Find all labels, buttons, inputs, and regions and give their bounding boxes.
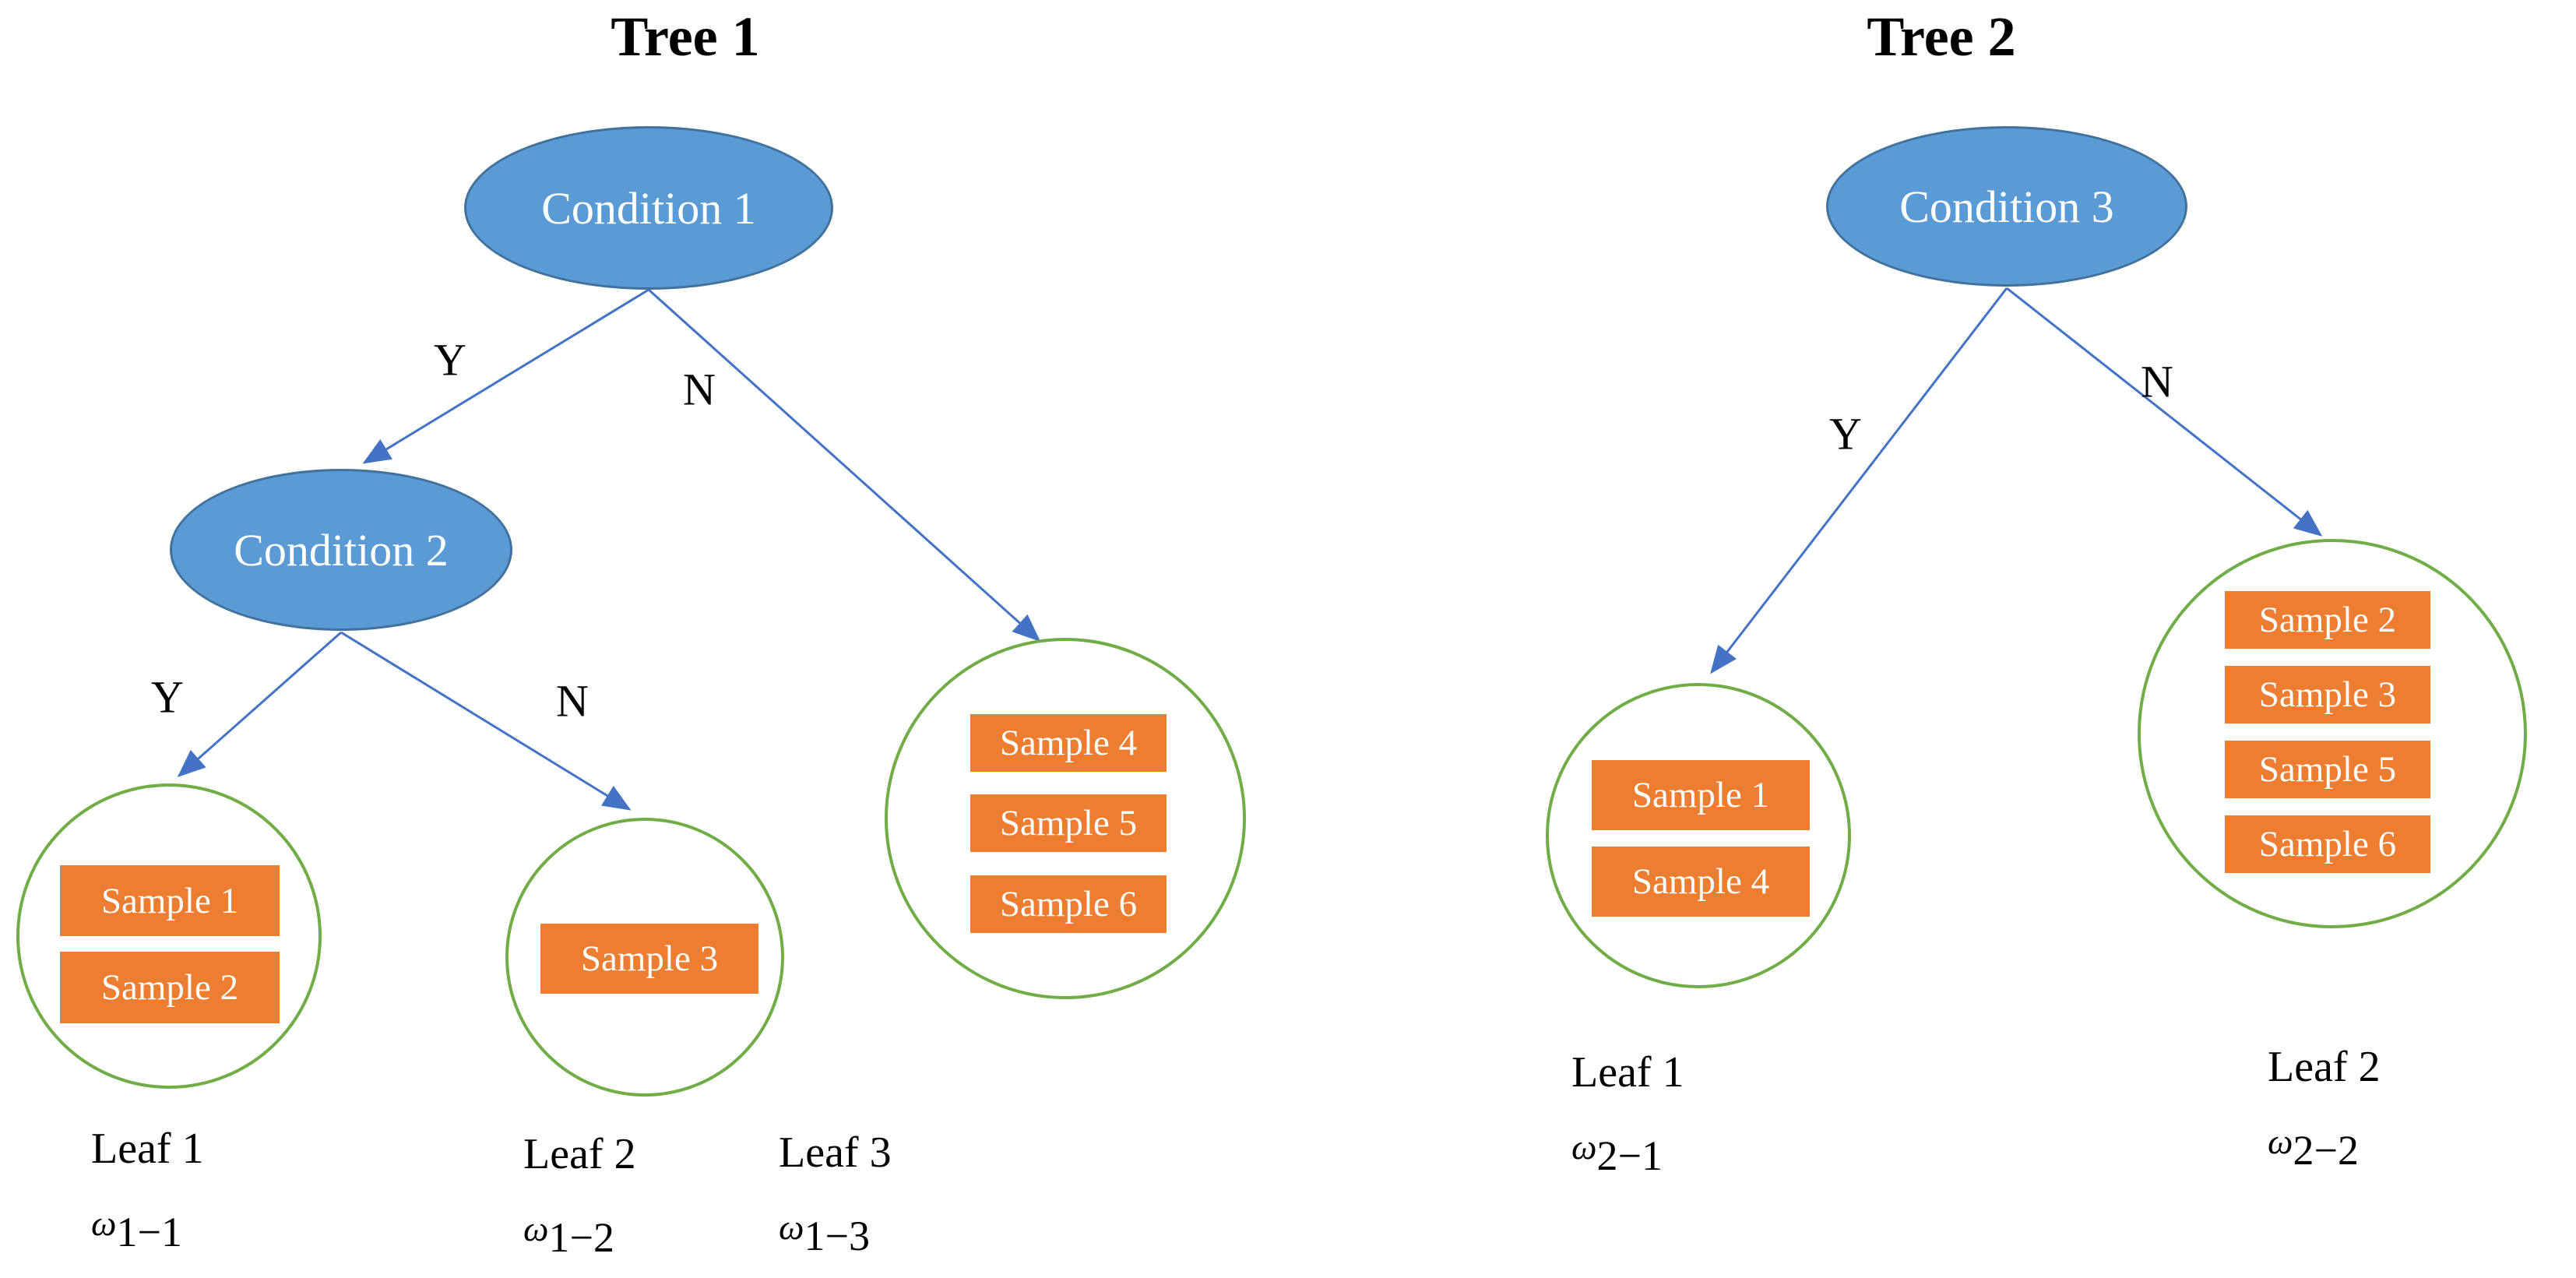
- sample-box: Sample 4: [1592, 847, 1810, 917]
- sample-box: Sample 1: [1592, 760, 1810, 830]
- tree1-branch-c2-no-label: N: [556, 675, 589, 727]
- sample-box: Sample 4: [970, 714, 1167, 772]
- sample-box: Sample 3: [540, 924, 758, 994]
- tree1-leaf2-circle: Sample 3: [505, 818, 784, 1097]
- tree1-condition1-node: Condition 1: [464, 126, 833, 290]
- omega-symbol: ω: [91, 1203, 117, 1243]
- tree1-leaf1-label: Leaf 1 ω1−1: [91, 1124, 204, 1255]
- omega-symbol: ω: [523, 1209, 549, 1248]
- leaf-class-label: ω1−3: [779, 1201, 892, 1259]
- omega-subscript: 1−1: [116, 1209, 182, 1255]
- tree1-leaf3-circle: Sample 4 Sample 5 Sample 6: [885, 638, 1246, 999]
- tree1-leaf3-label: Leaf 3 ω1−3: [779, 1128, 892, 1259]
- omega-symbol: ω: [1571, 1127, 1597, 1167]
- tree2-leaf1-label: Leaf 1 ω2−1: [1571, 1047, 1684, 1179]
- sample-box: Sample 2: [2225, 591, 2430, 649]
- leaf-class-label: ω2−2: [2268, 1115, 2381, 1174]
- leaf-name: Leaf 2: [523, 1130, 636, 1178]
- leaf-class-label: ω1−1: [91, 1197, 204, 1255]
- sample-box: Sample 5: [2225, 741, 2430, 798]
- tree1-arrow-condition1-to-leaf3: [647, 288, 1041, 643]
- sample-box: Sample 3: [2225, 666, 2430, 723]
- tree2-arrow-condition3-to-leaf1: [1710, 287, 2008, 674]
- tree1-branch-c1-no-label: N: [683, 364, 716, 415]
- sample-box: Sample 6: [970, 875, 1167, 933]
- omega-symbol: ω: [2268, 1121, 2293, 1161]
- tree1-arrow-condition2-to-leaf1: [177, 631, 342, 777]
- tree1-condition2-node: Condition 2: [170, 469, 512, 631]
- sample-box: Sample 5: [970, 794, 1167, 852]
- leaf-class-label: ω2−1: [1571, 1121, 1684, 1179]
- tree2-branch-c3-yes-label: Y: [1829, 408, 1862, 459]
- tree1-leaf2-label: Leaf 2 ω1−2: [523, 1129, 636, 1261]
- tree1-leaf1-circle: Sample 1 Sample 2: [16, 783, 322, 1089]
- tree2-title: Tree 2: [1867, 5, 2016, 68]
- tree2-branch-c3-no-label: N: [2141, 356, 2173, 407]
- tree2-leaf2-circle: Sample 2 Sample 3 Sample 5 Sample 6: [2138, 539, 2527, 928]
- leaf-name: Leaf 1: [91, 1125, 204, 1173]
- tree1-arrow-condition2-to-leaf2: [340, 631, 632, 811]
- omega-subscript: 2−2: [2293, 1127, 2359, 1174]
- leaf-name: Leaf 3: [779, 1128, 892, 1177]
- omega-subscript: 1−3: [804, 1213, 870, 1259]
- sample-box: Sample 2: [60, 952, 280, 1023]
- tree2-arrow-condition3-to-leaf2: [2006, 287, 2323, 537]
- omega-subscript: 2−1: [1596, 1132, 1663, 1179]
- sample-box: Sample 6: [2225, 815, 2430, 873]
- omega-subscript: 1−2: [548, 1214, 614, 1261]
- tree1-branch-c1-yes-label: Y: [434, 334, 466, 386]
- leaf-class-label: ω1−2: [523, 1202, 636, 1261]
- tree2-condition3-node: Condition 3: [1826, 126, 2187, 287]
- tree1-arrow-condition1-to-condition2: [362, 288, 649, 464]
- tree1-title: Tree 1: [611, 5, 760, 68]
- omega-symbol: ω: [779, 1207, 804, 1247]
- tree1-branch-c2-yes-label: Y: [151, 671, 184, 723]
- tree2-leaf1-circle: Sample 1 Sample 4: [1546, 683, 1851, 988]
- leaf-name: Leaf 2: [2268, 1043, 2381, 1091]
- leaf-name: Leaf 1: [1571, 1048, 1684, 1097]
- tree2-leaf2-label: Leaf 2 ω2−2: [2268, 1042, 2381, 1174]
- sample-box: Sample 1: [60, 865, 280, 936]
